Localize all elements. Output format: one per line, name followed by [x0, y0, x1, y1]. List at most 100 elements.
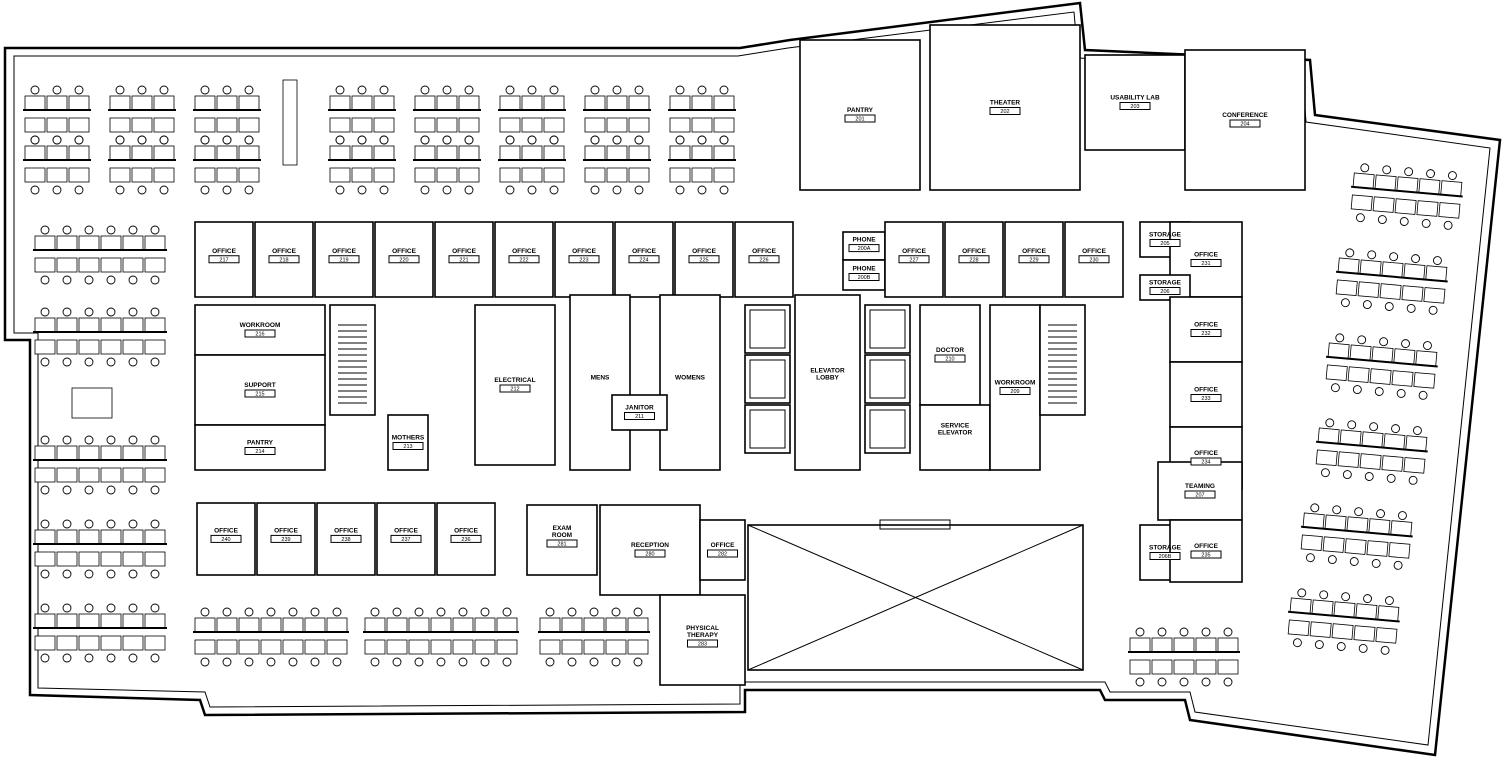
- room-label: OFFICE: [272, 248, 296, 255]
- chair-icon: [52, 185, 62, 195]
- chair-icon: [106, 603, 116, 613]
- chair-icon: [464, 185, 474, 195]
- chair-icon: [1135, 627, 1145, 637]
- chair-icon: [1332, 505, 1342, 515]
- chair-icon: [1314, 640, 1324, 650]
- chair-icon: [436, 607, 446, 617]
- room-number: 226: [759, 257, 768, 263]
- chair-icon: [332, 657, 342, 667]
- chair-icon: [84, 653, 94, 663]
- chair-icon: [128, 357, 138, 367]
- workstation-pod: [1128, 627, 1240, 687]
- chair-icon: [62, 653, 72, 663]
- room-number: 234: [1201, 460, 1210, 466]
- chair-icon: [137, 185, 147, 195]
- chair-icon: [310, 607, 320, 617]
- chair-icon: [128, 485, 138, 495]
- chair-icon: [1443, 220, 1453, 230]
- chair-icon: [1157, 677, 1167, 687]
- workstation-pod: [23, 85, 91, 145]
- chair-icon: [106, 569, 116, 579]
- room-number: 229: [1029, 257, 1038, 263]
- chair-icon: [442, 85, 452, 95]
- chair-icon: [589, 657, 599, 667]
- room-number-box: [634, 549, 666, 558]
- chair-icon: [1297, 588, 1307, 598]
- chair-icon: [200, 85, 210, 95]
- room-label: SUPPORT: [244, 382, 275, 389]
- room-number: 239: [281, 537, 290, 543]
- chair-icon: [697, 135, 707, 145]
- workstation-pod: [1300, 503, 1413, 570]
- chair-icon: [40, 225, 50, 235]
- room-number-box: [848, 273, 880, 281]
- chair-icon: [1385, 596, 1394, 605]
- room-number-box: [1190, 394, 1222, 402]
- chair-icon: [1292, 638, 1302, 648]
- room-label: PHONE: [852, 266, 876, 273]
- chair-icon: [1377, 215, 1387, 225]
- chair-icon: [357, 85, 367, 95]
- chair-icon: [590, 85, 600, 95]
- chair-icon: [1305, 553, 1315, 563]
- room-number: 218: [279, 257, 288, 263]
- stair-core: [329, 304, 376, 416]
- chair-icon: [612, 85, 622, 95]
- room-label: WORKROOM: [240, 322, 281, 329]
- chair-icon: [1380, 645, 1390, 655]
- room-number: 238: [341, 537, 350, 543]
- chair-icon: [84, 603, 94, 613]
- chair-icon: [1364, 472, 1374, 481]
- workstation-pod: [363, 607, 519, 667]
- chair-icon: [288, 657, 298, 667]
- workstation-pod: [1335, 248, 1448, 315]
- chair-icon: [567, 607, 577, 617]
- chair-icon: [106, 307, 116, 317]
- room-label: STORAGE: [1149, 280, 1182, 287]
- chair-icon: [1389, 252, 1399, 262]
- room-number-box: [1229, 119, 1261, 128]
- chair-icon: [1408, 475, 1418, 485]
- elevator-car: [744, 404, 791, 454]
- chair-icon: [222, 85, 232, 95]
- room-label: DOCTOR: [936, 347, 964, 354]
- room-label: WORKROOM: [995, 380, 1036, 387]
- room-label: OFFICE: [214, 527, 238, 534]
- room-number-box: [688, 255, 720, 264]
- chair-icon: [505, 185, 515, 195]
- room-label: ROOM: [552, 532, 572, 539]
- room-label: OFFICE: [572, 248, 596, 255]
- room-number-box: [448, 255, 480, 264]
- room-number: 200B: [858, 275, 871, 281]
- room-label: STORAGE: [1149, 545, 1182, 552]
- chair-icon: [719, 185, 729, 195]
- chair-icon: [1411, 254, 1420, 264]
- chair-icon: [634, 85, 644, 95]
- room-label: THEATER: [990, 100, 1021, 107]
- chair-icon: [62, 225, 72, 235]
- chair-icon: [379, 185, 389, 195]
- chair-icon: [1401, 339, 1410, 349]
- room-label: OFFICE: [274, 527, 298, 534]
- room-number: 222: [519, 257, 528, 263]
- chair-icon: [1179, 677, 1189, 687]
- chair-icon: [1448, 171, 1457, 180]
- chair-icon: [244, 185, 254, 195]
- chair-icon: [527, 85, 537, 95]
- room-number: 283: [698, 642, 707, 648]
- workstation-pod: [1315, 418, 1428, 485]
- room-number: 204: [1240, 122, 1249, 128]
- chair-icon: [150, 519, 160, 529]
- room-number-box: [499, 384, 531, 393]
- chair-icon: [1382, 165, 1392, 175]
- room-number: 212: [510, 387, 519, 393]
- room-number-box: [328, 255, 360, 264]
- chair-icon: [527, 135, 537, 145]
- chair-icon: [150, 485, 160, 495]
- chair-icon: [128, 435, 138, 445]
- chair-icon: [74, 135, 84, 145]
- room-number: 240: [221, 537, 230, 543]
- chair-icon: [62, 485, 72, 495]
- chair-icon: [40, 275, 50, 285]
